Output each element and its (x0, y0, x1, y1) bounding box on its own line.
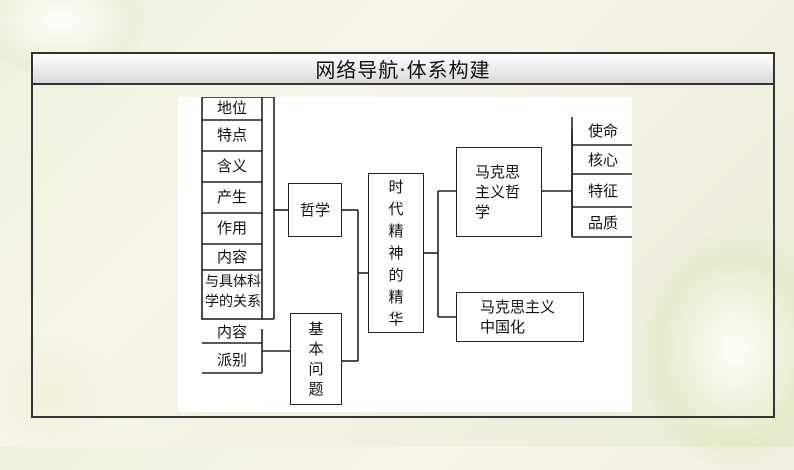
left-item-function: 作用 (216, 219, 247, 237)
right-item-characteristics: 特征 (587, 182, 618, 200)
sinicization-label: 马克思主义中国化 (480, 298, 556, 336)
right-item-core: 核心 (587, 151, 618, 169)
philosophy-label: 哲学 (299, 201, 330, 219)
left-item-content: 内容 (216, 248, 247, 266)
diagram-connectors (201, 97, 632, 374)
right-item-quality: 品质 (587, 214, 618, 232)
center-label: 时代精神的精华 (388, 178, 404, 328)
basic-question-box: 基本问题 (290, 313, 342, 405)
left-item-position: 地位 (216, 99, 247, 117)
concept-diagram: 地位 特点 含义 产生 作用 内容 与具体科学的关系 哲学 内容 派别 基本问题… (178, 97, 632, 412)
left-item-origin: 产生 (216, 188, 247, 206)
marxist-philosophy-box: 马克思主义哲学 (456, 147, 542, 237)
philosophy-box: 哲学 (288, 183, 342, 237)
left-item-relation-to-sciences: 与具体科学的关系 (205, 274, 261, 310)
right-item-mission: 使命 (587, 122, 618, 140)
basic-item-content: 内容 (216, 323, 247, 341)
left-item-meaning: 含义 (216, 157, 247, 175)
basic-question-label: 基本问题 (308, 320, 324, 398)
basic-item-schools: 派别 (216, 351, 247, 369)
left-items-frame (201, 97, 263, 320)
page-title: 网络导航·体系构建 (31, 52, 775, 85)
marxist-philosophy-label: 马克思主义哲学 (475, 163, 521, 221)
left-item-features: 特点 (216, 126, 247, 144)
center-box: 时代精神的精华 (368, 173, 424, 333)
sinicization-box: 马克思主义中国化 (456, 292, 584, 342)
